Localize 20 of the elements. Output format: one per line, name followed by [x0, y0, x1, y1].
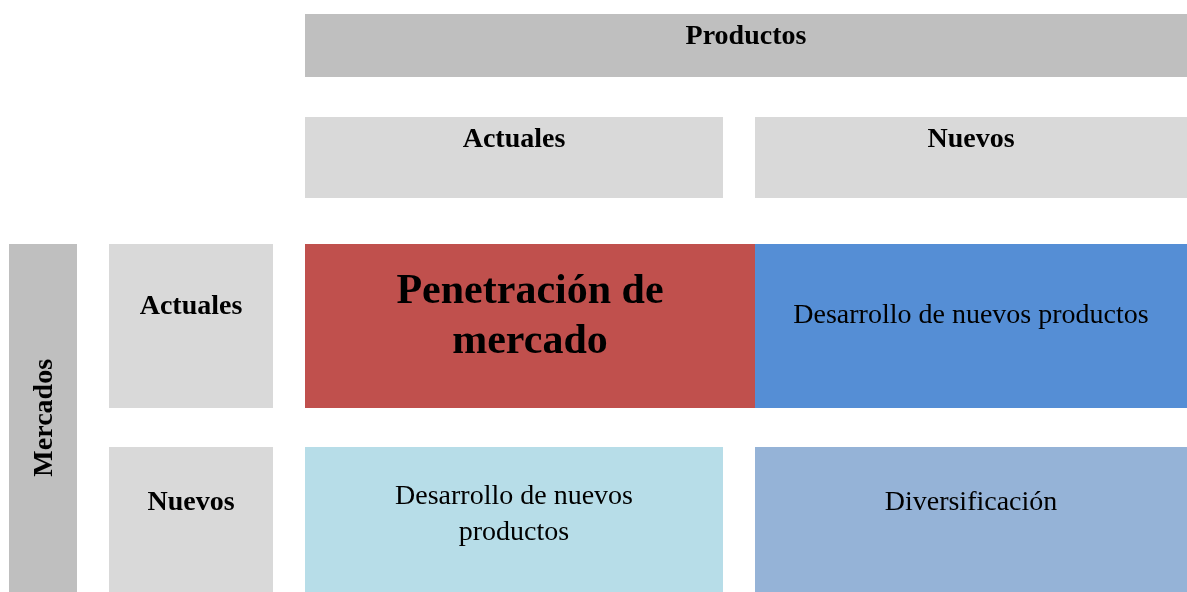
header-cell — [305, 117, 723, 198]
header-cell — [109, 244, 273, 408]
cell-label: Mercados — [26, 359, 60, 477]
cell-label: Desarrollo de nuevos productos — [793, 297, 1149, 331]
strategy-cell — [755, 447, 1187, 592]
cell-label: Nuevos — [147, 484, 235, 518]
cell-label: Productos — [685, 18, 807, 52]
cell-label: Actuales — [139, 288, 243, 322]
strategy-cell — [305, 244, 755, 408]
row-group-header — [9, 244, 77, 592]
cell-label: Diversificación — [884, 484, 1058, 518]
header-cell — [109, 447, 273, 592]
cell-label: Actuales — [462, 121, 566, 155]
header-cell — [305, 14, 1187, 77]
cell-label: Desarrollo de nuevos productos — [394, 478, 634, 549]
header-cell — [755, 117, 1187, 198]
strategy-cell — [755, 244, 1187, 408]
cell-label: Penetración de mercado — [395, 265, 665, 365]
strategy-cell — [305, 447, 723, 592]
cell-label: Nuevos — [927, 121, 1015, 155]
